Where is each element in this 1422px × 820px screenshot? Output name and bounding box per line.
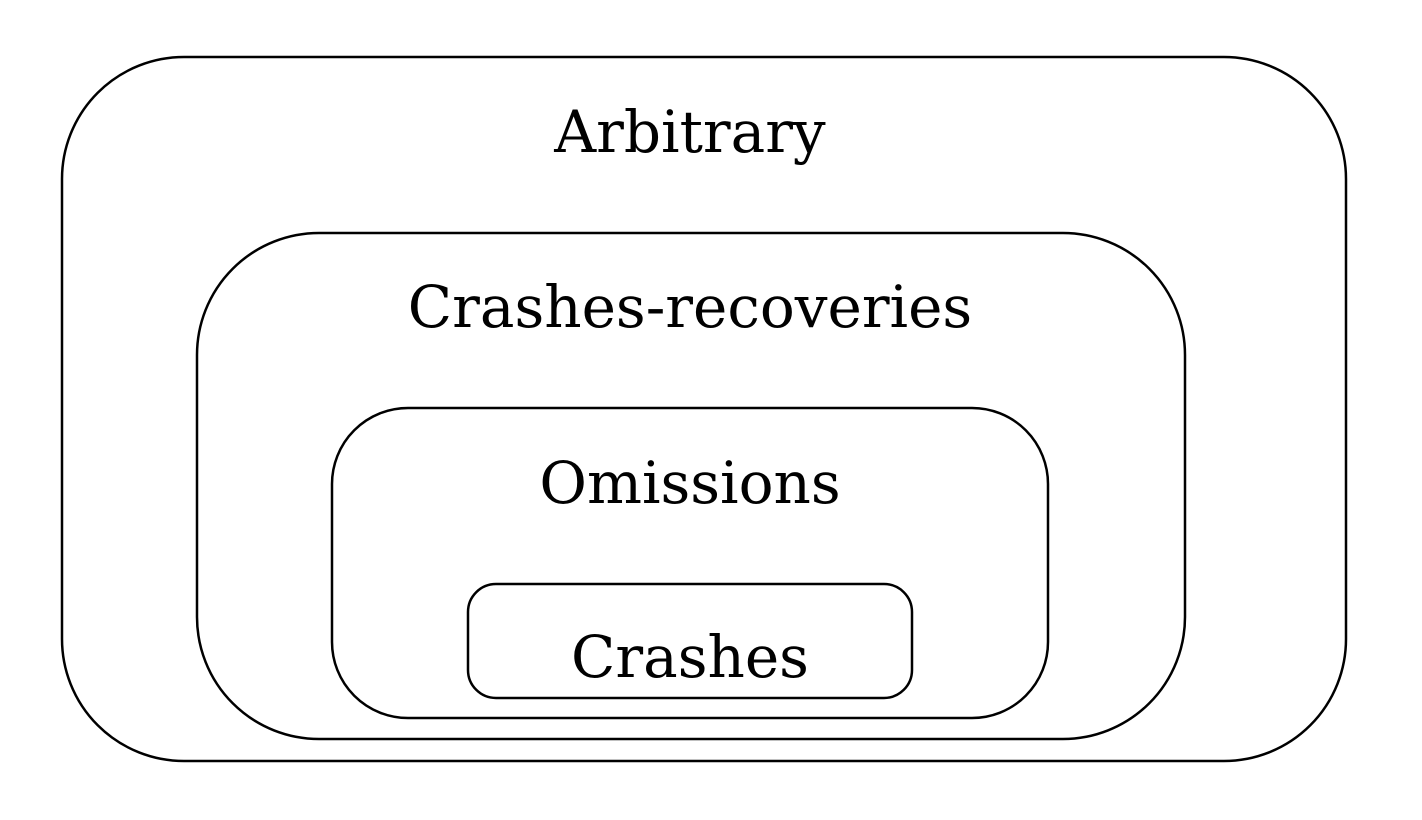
level-crashes-recoveries: Crashes-recoveries	[195, 231, 1187, 741]
level-crashes-recoveries-label: Crashes-recoveries	[408, 273, 972, 341]
level-crashes-recoveries-box	[195, 231, 1187, 741]
level-omissions-box	[330, 406, 1050, 720]
level-omissions-label: Omissions	[539, 449, 840, 517]
level-arbitrary-label: Arbitrary	[553, 98, 826, 166]
level-crashes-label: Crashes	[571, 623, 809, 691]
level-crashes: Crashes	[466, 582, 914, 700]
level-omissions: Omissions	[330, 406, 1050, 720]
level-crashes-box	[466, 582, 914, 700]
level-arbitrary-box	[60, 55, 1348, 763]
level-arbitrary: Arbitrary	[60, 55, 1348, 763]
